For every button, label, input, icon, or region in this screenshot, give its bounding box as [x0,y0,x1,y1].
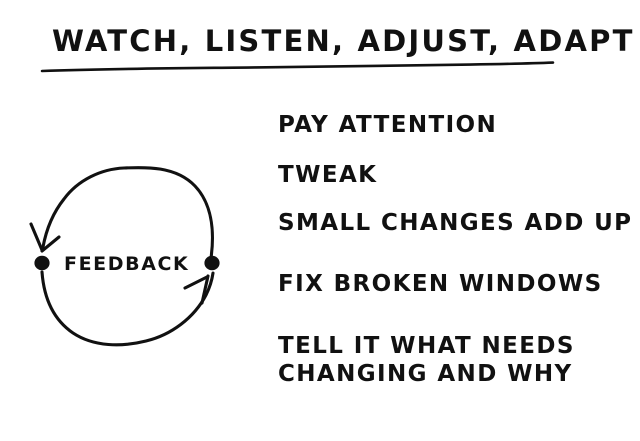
bottom-arrowhead-left-barb [183,275,209,290]
list-item-tell-it-what-needs-line2: CHANGING AND WHY [278,361,573,387]
practice-list: PAY ATTENTION TWEAK SMALL CHANGES ADD UP… [278,112,632,387]
right-node-dot [204,255,220,271]
top-arrowhead-left-barb [29,222,44,252]
list-item-pay-attention: PAY ATTENTION [278,112,497,138]
top-arrowhead-right-barb [40,235,61,253]
top-arc [41,166,214,260]
list-item-small-changes-add-up: SMALL CHANGES ADD UP [278,210,632,236]
page-title: WATCH, LISTEN, ADJUST, ADAPT [52,24,635,58]
list-item-fix-broken-windows: FIX BROKEN WINDOWS [278,271,603,297]
left-node-dot [34,255,50,271]
list-item-tweak: TWEAK [278,162,377,188]
title-underline [40,61,555,73]
list-item-tell-it-what-needs-line1: TELL IT WHAT NEEDS [278,333,575,359]
feedback-loop-diagram: FEEDBACK [29,166,220,347]
bottom-arrowhead-right-barb [200,274,210,305]
feedback-label: FEEDBACK [64,253,189,275]
bottom-arc [40,270,215,347]
